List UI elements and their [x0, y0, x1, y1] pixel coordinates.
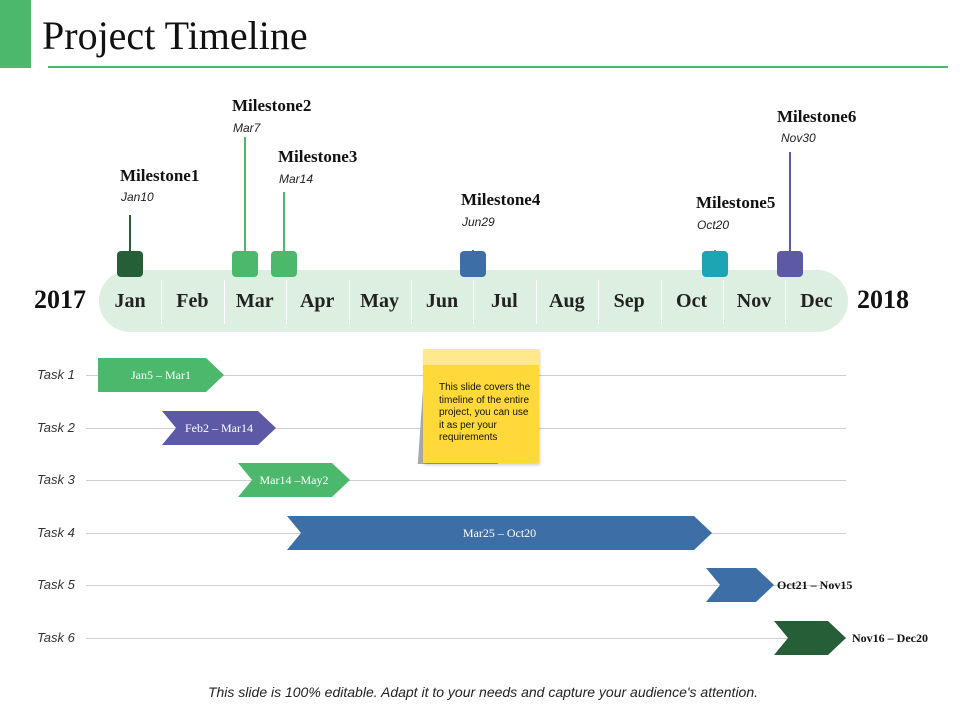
milestone-stem — [283, 192, 285, 251]
task-date-range: Jan5 – Mar1 — [131, 367, 191, 382]
task-date-range: Nov16 – Dec20 — [852, 631, 928, 645]
task-date-range: Mar14 –May2 — [259, 472, 329, 487]
milestone-title: Milestone3 — [278, 147, 358, 166]
month-separator — [348, 280, 350, 324]
milestone-stem — [472, 250, 474, 251]
milestone-marker — [117, 251, 143, 277]
month-separator — [473, 280, 475, 324]
month-separator — [660, 280, 662, 324]
month-separator — [598, 280, 600, 324]
sticky-note-text: This slide covers the timeline of the en… — [439, 382, 531, 443]
task-bar: Jan5 – Mar1 — [98, 358, 224, 392]
milestone-marker — [777, 251, 803, 277]
title-accent-bar — [0, 0, 31, 68]
month-label: Jan — [114, 290, 146, 312]
milestone-title: Milestone6 — [777, 107, 857, 126]
milestone-title: Milestone5 — [696, 193, 776, 212]
task-row-line — [86, 480, 846, 481]
month-separator — [411, 280, 412, 324]
task-bar: Feb2 – Mar14 — [162, 411, 276, 445]
task-label: Task 2 — [37, 420, 75, 435]
milestone-marker — [460, 251, 486, 277]
milestone-marker — [702, 251, 728, 277]
milestone-date: Mar14 — [279, 172, 314, 186]
month-separator — [785, 280, 787, 324]
milestone-marker — [271, 251, 297, 277]
month-label: Aug — [549, 290, 585, 312]
sticky-note: This slide covers the timeline of the en… — [423, 349, 539, 463]
month-separator — [223, 280, 225, 324]
milestone-date: Jan10 — [121, 190, 154, 204]
page-title: Project Timeline — [42, 13, 308, 58]
month-label: Feb — [176, 290, 209, 312]
milestone-date: Oct20 — [697, 218, 730, 232]
month-label: May — [360, 290, 400, 312]
milestone-date: Jun29 — [462, 215, 495, 229]
milestone-title: Milestone1 — [120, 166, 200, 185]
milestone-title: Milestone4 — [461, 190, 541, 209]
task-date-range: Mar25 – Oct20 — [462, 525, 537, 540]
milestone-date: Mar7 — [233, 121, 261, 135]
title-underline — [48, 66, 948, 68]
task-date-range: Feb2 – Mar14 — [185, 420, 253, 435]
month-label: Sep — [613, 290, 645, 312]
milestone-stem — [789, 152, 791, 251]
month-separator — [286, 280, 288, 324]
milestone-stem — [244, 137, 246, 251]
task-label: Task 4 — [37, 525, 75, 540]
month-label: Oct — [676, 290, 708, 312]
start-year-label: 2017 — [34, 285, 86, 314]
month-label: Jul — [491, 290, 518, 312]
milestone-date: Nov30 — [781, 131, 816, 145]
month-label: Nov — [736, 290, 772, 312]
milestone-stem — [129, 215, 131, 251]
month-label: Apr — [299, 290, 335, 312]
task-row-line — [86, 638, 846, 639]
milestone-marker — [232, 251, 258, 277]
task-label: Task 5 — [37, 577, 75, 592]
footer-caption: This slide is 100% editable. Adapt it to… — [207, 684, 759, 700]
milestone-stem — [714, 250, 716, 251]
task-row-line — [86, 585, 846, 586]
month-separator — [161, 280, 163, 324]
task-date-range: Oct21 – Nov15 — [777, 578, 853, 592]
end-year-label: 2018 — [857, 285, 909, 314]
month-label: Dec — [800, 290, 833, 312]
month-label: Jun — [425, 290, 459, 312]
month-separator — [723, 280, 724, 324]
month-separator — [535, 280, 537, 324]
task-label: Task 1 — [37, 367, 75, 382]
task-label: Task 6 — [37, 630, 75, 645]
task-label: Task 3 — [37, 472, 75, 487]
month-label: Mar — [235, 290, 274, 312]
sticky-note-strip — [423, 349, 539, 365]
task-bar: Mar14 –May2 — [238, 463, 350, 497]
task-bar: Mar25 – Oct20 — [287, 516, 712, 550]
milestone-title: Milestone2 — [232, 96, 312, 115]
